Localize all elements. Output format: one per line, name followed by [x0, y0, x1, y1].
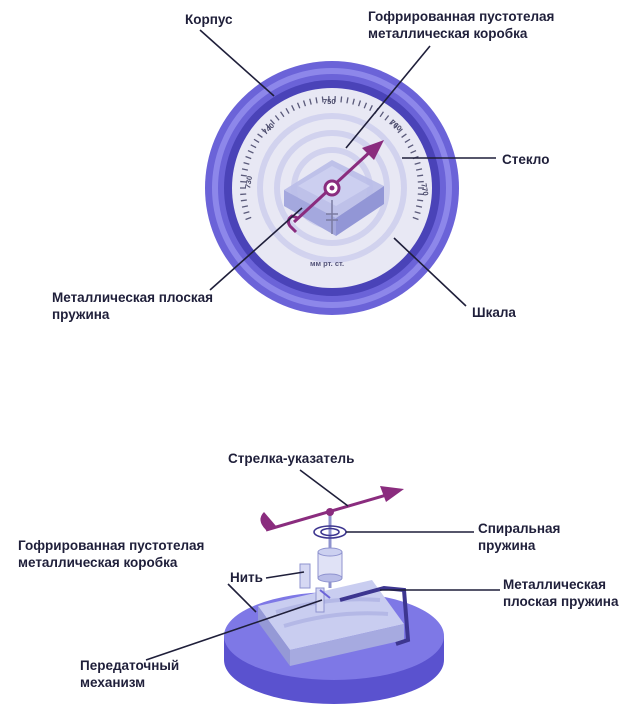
label-box-line2: металлическая коробка — [368, 26, 528, 41]
label-mech-spring-line2: плоская пружина — [503, 594, 619, 609]
label-housing: Корпус — [185, 12, 233, 27]
spindle — [318, 514, 342, 588]
scale-tick — [341, 97, 342, 103]
label-spring-line2: пружина — [52, 307, 110, 322]
label-box-line1: Гофрированная пустотелая — [368, 9, 554, 24]
label-pointer: Стрелка-указатель — [228, 451, 354, 466]
mechanism-view — [224, 486, 444, 704]
label-spiral-line1: Спиральная — [478, 521, 560, 536]
scale-tick — [241, 200, 247, 201]
barometer-front-view: 730 740 750 760 770 мм рт. ст. — [205, 61, 459, 315]
label-mech-box-line2: металлическая коробка — [18, 555, 178, 570]
label-scale: Шкала — [472, 305, 516, 320]
label-glass: Стекло — [502, 152, 549, 167]
label-spiral-line2: пружина — [478, 538, 536, 553]
scale-tick-label-750: 750 — [323, 97, 336, 106]
scale-tick — [417, 175, 423, 176]
label-gear-line2: механизм — [80, 675, 145, 690]
label-mech-spring-line1: Металлическая — [503, 577, 606, 592]
label-spring-line1: Металлическая плоская — [52, 290, 213, 305]
mechanism-pointer-arrow — [260, 486, 404, 530]
unit-label: мм рт. ст. — [310, 259, 344, 268]
label-gear-line1: Передаточный — [80, 658, 179, 673]
label-thread: Нить — [230, 570, 263, 585]
scale-tick — [417, 200, 423, 201]
label-mech-box-line1: Гофрированная пустотелая — [18, 538, 204, 553]
